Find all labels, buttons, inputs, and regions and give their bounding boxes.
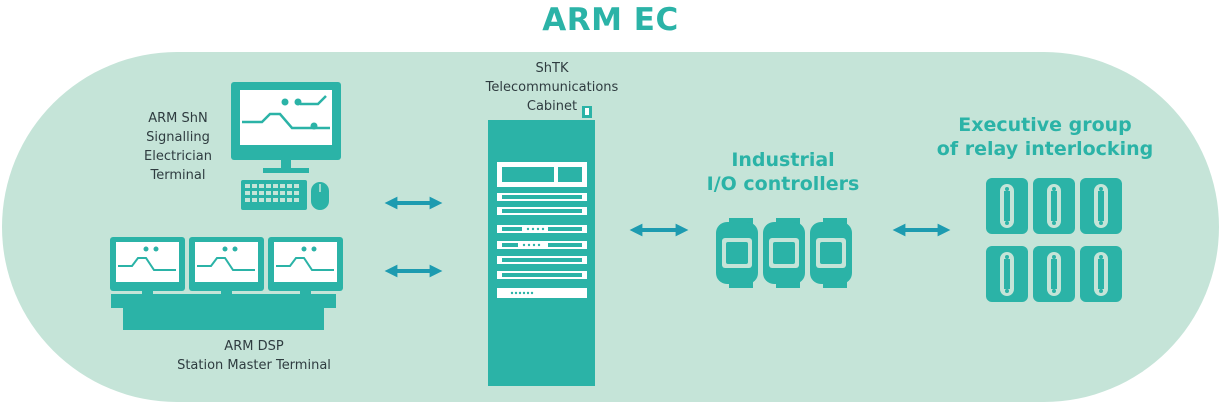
- label-line: Signalling: [146, 130, 210, 145]
- dsp-desk-icon: [110, 237, 343, 330]
- label-line: Electrician: [144, 149, 212, 164]
- label-io-controllers: Industrial I/O controllers: [673, 148, 893, 196]
- label-line: of relay interlocking: [936, 138, 1154, 160]
- shn-workstation-icon: [231, 82, 341, 210]
- label-shtk: ShTK Telecommunications Cabinet: [467, 59, 637, 116]
- label-line: Terminal: [150, 168, 206, 183]
- label-line: Cabinet: [526, 99, 578, 114]
- label-line: I/O controllers: [706, 173, 860, 195]
- label-line: Executive group: [958, 114, 1132, 136]
- relay-group-icon: [986, 178, 1122, 302]
- io-controllers-icon: [716, 218, 852, 288]
- label-executive-group: Executive group of relay interlocking: [920, 113, 1170, 161]
- label-arm-dsp: ARM DSP Station Master Terminal: [154, 337, 354, 375]
- diagram-title: ARM EC: [542, 2, 679, 38]
- label-line: ARM ShN: [148, 111, 208, 126]
- label-line: ShTK: [535, 61, 569, 76]
- cabinet-icon: [488, 106, 595, 386]
- label-arm-shn: ARM ShN Signalling Electrician Terminal: [118, 109, 238, 185]
- label-line: Telecommunications: [485, 80, 619, 95]
- label-line: Station Master Terminal: [177, 358, 331, 373]
- label-line: ARM DSP: [224, 339, 284, 354]
- label-line: Industrial: [731, 149, 835, 171]
